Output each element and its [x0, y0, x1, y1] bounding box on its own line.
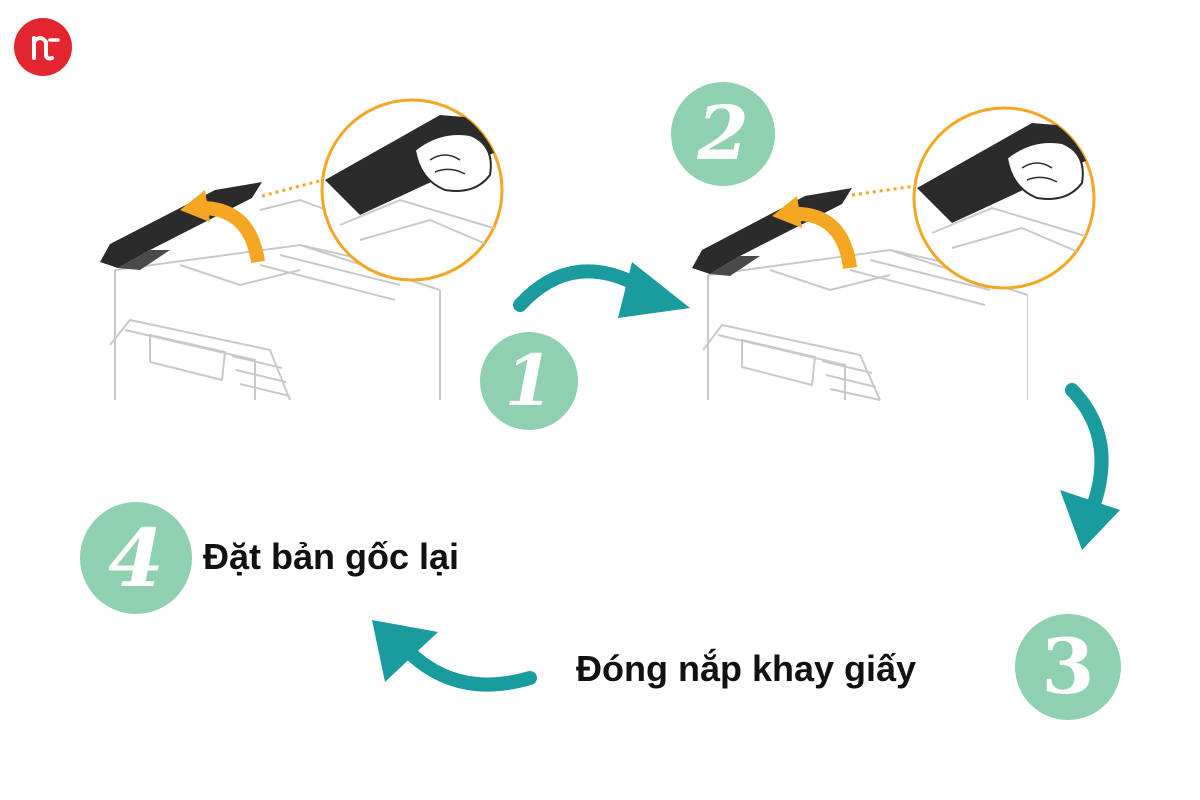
brand-logo-icon [32, 36, 60, 61]
zoom-callout-step2 [851, 106, 1096, 290]
step-3-label: Đóng nắp khay giấy [576, 648, 917, 689]
step-badge-4: 4 [80, 502, 192, 614]
brand-logo [14, 18, 72, 76]
step-badge-2: 2 [671, 82, 775, 186]
step-4-label: Đặt bản gốc lại [203, 536, 460, 577]
printer-illustration-step1 [100, 182, 441, 401]
step-badge-1: 1 [480, 332, 578, 430]
flow-arrow-2-to-3 [1060, 383, 1120, 550]
step-badge-3: 3 [1015, 614, 1121, 720]
printer-illustration-step2 [692, 188, 1028, 401]
zoom-callout-step1 [261, 98, 504, 282]
flow-arrow-1-to-2 [513, 262, 690, 318]
flow-arrow-3-to-4 [372, 620, 537, 692]
